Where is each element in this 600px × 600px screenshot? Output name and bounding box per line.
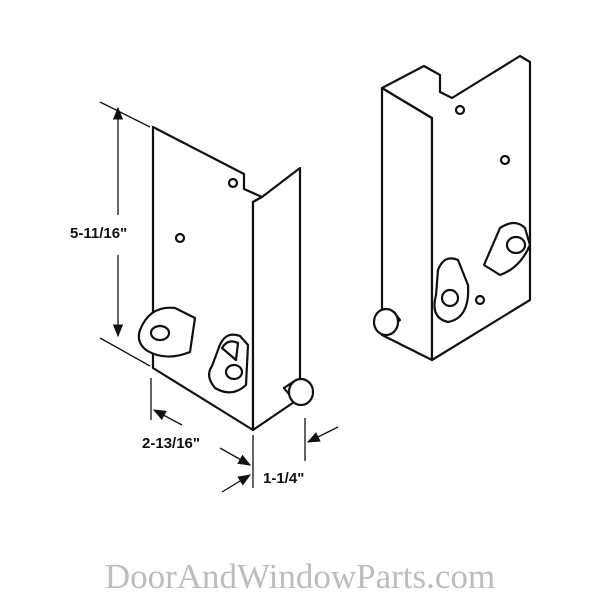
width-dimension-label: 2-13/16" xyxy=(142,435,200,452)
right-bracket xyxy=(372,54,532,362)
left-bracket xyxy=(137,125,315,432)
height-dimension-label: 5-11/16" xyxy=(70,225,127,242)
watermark: DoorAndWindowParts.com xyxy=(105,557,495,596)
depth-dimension-label: 1-1/4" xyxy=(263,470,304,487)
dimension-lines xyxy=(99,101,339,493)
